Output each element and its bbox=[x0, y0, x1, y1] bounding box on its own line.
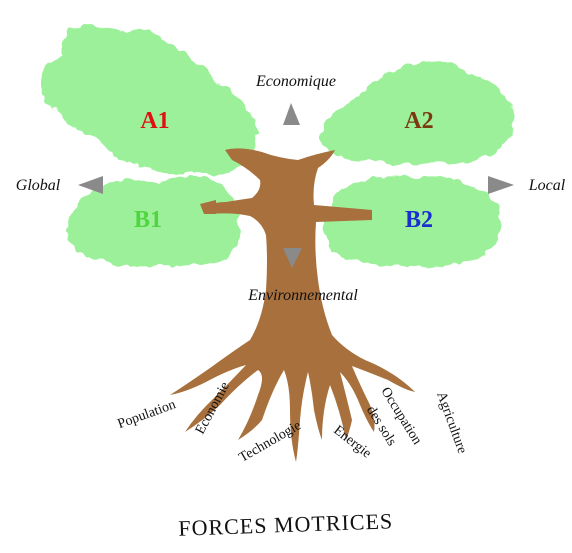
footer-title: FORCES MOTRICES bbox=[178, 508, 394, 540]
foliage-a2 bbox=[321, 60, 514, 165]
environnemental-arrow-icon bbox=[283, 248, 302, 268]
axis-label-top: Economique bbox=[255, 73, 336, 90]
scenario-label-a2: A2 bbox=[404, 108, 433, 134]
trunk-body bbox=[170, 148, 415, 462]
economique-arrow-icon bbox=[283, 103, 300, 125]
axis-label-bottom: Environnemental bbox=[247, 287, 358, 304]
root-label-agriculture: Agriculture bbox=[433, 390, 469, 456]
axis-label-left: Global bbox=[16, 177, 61, 194]
global-arrow-icon bbox=[78, 176, 103, 194]
root-label-economie: Economie bbox=[193, 380, 233, 437]
root-label-energie: Energie bbox=[330, 423, 373, 461]
local-arrow-icon bbox=[488, 176, 514, 194]
scenario-label-a1: A1 bbox=[140, 108, 169, 134]
foliage-b2 bbox=[324, 176, 501, 267]
left-branch-stub bbox=[200, 200, 216, 214]
tree-trunk bbox=[170, 148, 415, 462]
scenario-label-b2: B2 bbox=[405, 207, 433, 233]
foliage-a1 bbox=[39, 25, 257, 175]
axis-label-right: Local bbox=[528, 177, 566, 194]
foliage-b1 bbox=[66, 176, 240, 267]
axis-arrows bbox=[78, 103, 514, 268]
scenario-label-b1: B1 bbox=[134, 207, 162, 233]
foliage bbox=[39, 25, 514, 267]
root-label-population: Population bbox=[116, 397, 178, 432]
